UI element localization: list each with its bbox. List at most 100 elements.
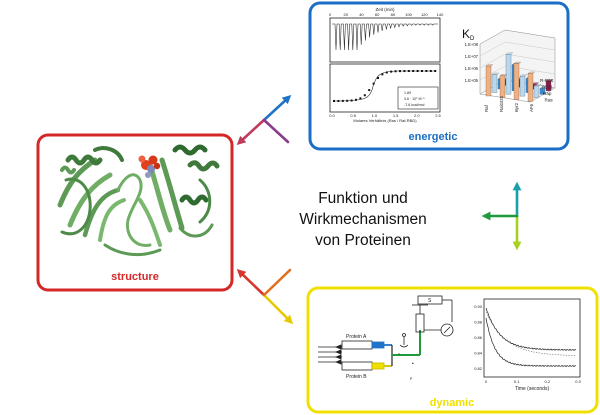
itc-data-point [342, 100, 344, 102]
itc-top-tick: 100 [405, 12, 412, 17]
itc-top-tick: 0 [329, 12, 332, 17]
kd-y-tick: 1.E+07 [465, 54, 479, 59]
svg-text:P: P [410, 377, 413, 381]
itc-data-point [359, 97, 361, 99]
itc-data-point [351, 100, 353, 102]
itc-data-point [364, 94, 366, 96]
itc-data-point [386, 71, 388, 73]
center-title: Funktion und Wirkmechanismen von Protein… [299, 190, 426, 249]
itc-data-point [346, 100, 348, 102]
dynamic-label: dynamic [430, 397, 475, 409]
kd-depth-label: Ras [545, 98, 554, 103]
stopped-flow-diagram: S ▴ » P Protein A Protein B [318, 296, 453, 381]
kd-depth-label: R-Ras [540, 78, 554, 83]
itc-data-point [355, 99, 357, 101]
kd-bar [528, 73, 533, 101]
kd-y-tick: 1.E+05 [465, 78, 479, 83]
itc-data-point [377, 77, 379, 79]
ligand-molecule [139, 156, 161, 179]
itc-data-point [395, 70, 397, 72]
itc-top-tick: 20 [343, 12, 348, 17]
kinetics-fit-dashed [486, 312, 576, 356]
kd-bar [492, 75, 497, 93]
itc-data-point [403, 70, 405, 72]
kinetics-trace-lower [486, 318, 576, 367]
kd-x-label: Byr2 [514, 102, 519, 112]
itc-bottom-tick: 2.5 [435, 113, 441, 118]
itc-data-point [425, 70, 427, 72]
kinetics-y-tick: 0.88 [474, 320, 483, 325]
kinetics-y-tick: 0.84 [474, 351, 483, 356]
arrow-energetic-dynamic [486, 186, 517, 246]
itc-data-point [337, 100, 339, 102]
syringe-a [342, 341, 372, 349]
kd-x-label: RalGDS [499, 96, 504, 112]
kd-bar [486, 66, 491, 96]
kd-bar [514, 64, 519, 100]
kd-depth-label: TC21 [542, 85, 554, 90]
itc-thermogram-trace [332, 24, 438, 50]
itc-top-tick: 80 [391, 12, 396, 17]
stop-label: S [428, 298, 432, 304]
kd-y-tick: 1.E+08 [465, 42, 479, 47]
itc-data-point [417, 70, 419, 72]
itc-top-tick: 60 [375, 12, 380, 17]
itc-legend-n: 1.89 [404, 91, 411, 95]
stop-syringe [416, 314, 424, 332]
itc-data-point [408, 70, 410, 72]
itc-data-point [333, 100, 335, 102]
kinetics-x-tick: 0.2 [545, 379, 551, 384]
center-title-line1: Funktion und [318, 190, 408, 207]
kd-x-label: Raf [484, 104, 489, 112]
structure-label: structure [111, 271, 159, 283]
itc-bottom-axis-label: Molares Verhältnis (Ras / Raf-RBD) [353, 118, 417, 123]
arrow-structure-energetic [240, 98, 288, 142]
protein-a-reservoir [372, 342, 384, 348]
kinetics-trace-upper [486, 308, 576, 351]
kinetics-y-tick: 0.86 [474, 335, 483, 340]
itc-top-tick: 140 [437, 12, 444, 17]
kd-x-label: AF6 [529, 103, 534, 112]
dynamic-panel: S ▴ » P Protein A Protein B 0.900.880.86… [308, 288, 597, 412]
itc-legend-dh: -7.6 kcal/mol [404, 103, 425, 107]
itc-top-tick: 120 [421, 12, 428, 17]
itc-legend-ka: 3.6 · 10⁷ M⁻¹ [404, 97, 425, 101]
itc-data-point [390, 71, 392, 73]
center-title-line2: Wirkmechanismen [299, 211, 426, 228]
itc-data-point [373, 83, 375, 85]
kd-title: K [462, 27, 470, 41]
valve-symbol [400, 337, 408, 347]
kinetics-y-tick: 0.82 [474, 366, 483, 371]
structure-panel: structure [38, 135, 232, 290]
protein-b-label: Protein B [346, 374, 367, 380]
svg-text:▴: ▴ [412, 361, 414, 365]
kd-bar [534, 86, 539, 98]
itc-data-point [430, 70, 432, 72]
kd-bar [520, 76, 525, 96]
itc-data-point [381, 73, 383, 75]
syringe-b [342, 362, 372, 370]
itc-data-point [421, 70, 423, 72]
itc-data-point [399, 70, 401, 72]
itc-bottom-tick: 0.0 [329, 113, 335, 118]
kd-depth-label: Rap [543, 91, 552, 96]
kinetics-x-tick: 0.3 [575, 379, 581, 384]
kd-bar [500, 76, 505, 98]
kd-y-tick: 1.E+06 [465, 66, 479, 71]
protein-b-reservoir [372, 363, 384, 369]
arrow-structure-dynamic [240, 270, 290, 321]
kinetics-x-tick: 0.1 [514, 379, 520, 384]
svg-text:»: » [398, 352, 400, 356]
itc-data-point [368, 89, 370, 91]
itc-top-tick: 40 [359, 12, 364, 17]
dynamic-frame [308, 288, 597, 412]
itc-data-point [412, 70, 414, 72]
itc-data-point [434, 70, 436, 72]
protein-ribbon-image [60, 147, 217, 255]
